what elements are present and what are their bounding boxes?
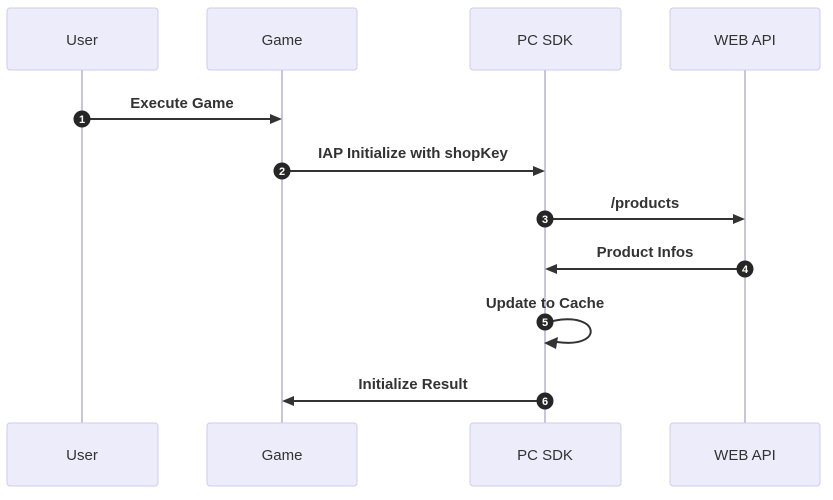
sequence-number: 5	[542, 317, 548, 329]
actor-label: PC SDK	[517, 32, 573, 49]
actor-box	[469, 422, 622, 487]
actor-label: PC SDK	[517, 447, 573, 464]
arrowhead-right-icon	[533, 166, 545, 176]
message-label: /products	[611, 195, 679, 212]
message-execute-game: Execute Game 1	[73, 95, 282, 128]
actor-box	[469, 7, 622, 71]
message-iap-initialize: IAP Initialize with shopKey 2	[273, 145, 545, 180]
arrowhead-left-icon	[545, 264, 557, 274]
arrowhead-left-icon	[282, 396, 294, 406]
sequence-number: 1	[79, 114, 85, 126]
message-label: Product Infos	[597, 244, 694, 261]
sequence-number-badge	[273, 162, 291, 180]
message-label: Initialize Result	[358, 376, 467, 393]
actor-label: WEB API	[714, 447, 776, 464]
actor-box	[206, 7, 358, 71]
sequence-number-badge	[736, 260, 754, 278]
sequence-number: 6	[542, 396, 548, 408]
message-initialize-result: Initialize Result 6	[282, 376, 554, 410]
arrowhead-right-icon	[733, 214, 745, 224]
message-product-infos: Product Infos 4	[545, 244, 754, 278]
message-label: Execute Game	[130, 95, 233, 112]
actor-label: User	[66, 32, 98, 49]
arrowhead-right-icon	[270, 114, 282, 124]
actor-game-top: Game	[206, 7, 358, 71]
actor-user-top: User	[6, 7, 159, 71]
actor-pc-sdk-bottom: PC SDK	[469, 422, 622, 487]
sequence-number-badge	[536, 313, 554, 331]
message-label: Update to Cache	[486, 295, 604, 312]
message-products: /products 3	[536, 195, 745, 228]
actor-web-api-top: WEB API	[669, 7, 821, 71]
actor-game-bottom: Game	[206, 422, 358, 487]
sequence-number: 4	[742, 264, 749, 276]
actor-box	[6, 7, 159, 71]
actor-box	[669, 422, 821, 487]
actor-label: Game	[262, 32, 303, 49]
actor-user-bottom: User	[6, 422, 159, 487]
sequence-number-badge	[536, 392, 554, 410]
actor-label: User	[66, 447, 98, 464]
message-update-to-cache: Update to Cache 5	[486, 295, 604, 349]
message-label: IAP Initialize with shopKey	[318, 145, 508, 162]
actor-box	[669, 7, 821, 71]
sequence-number: 2	[279, 166, 285, 178]
actor-box	[206, 422, 358, 487]
actor-label: Game	[262, 447, 303, 464]
actor-box	[6, 422, 159, 487]
sequence-number-badge	[536, 210, 554, 228]
sequence-number-badge	[73, 110, 91, 128]
actor-pc-sdk-top: PC SDK	[469, 7, 622, 71]
actor-web-api-bottom: WEB API	[669, 422, 821, 487]
self-loop-line	[552, 318, 592, 344]
sequence-number: 3	[542, 214, 548, 226]
arrowhead-left-icon	[544, 337, 558, 349]
actor-label: WEB API	[714, 32, 776, 49]
